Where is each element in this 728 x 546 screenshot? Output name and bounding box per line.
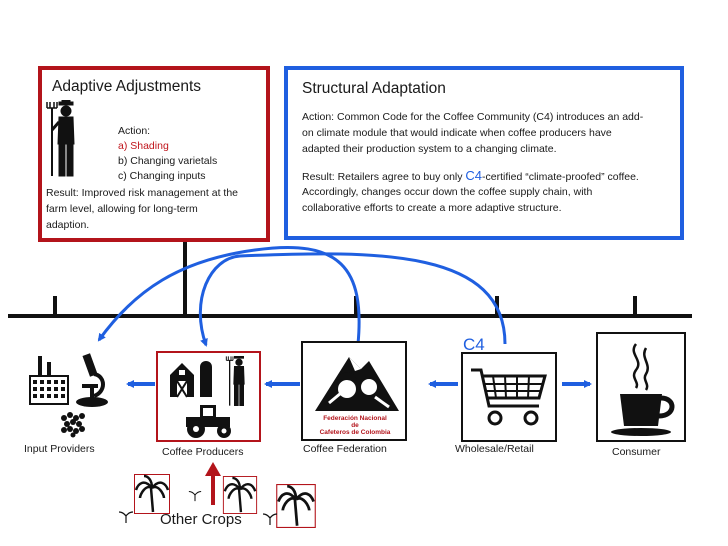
palm-tree-icon — [222, 476, 258, 514]
palm-tree-icon — [134, 474, 170, 514]
input-providers-node — [18, 352, 118, 442]
coffee-producers-node — [156, 351, 261, 442]
silo-icon — [200, 361, 212, 397]
coffee-federation-label: Coffee Federation — [303, 443, 387, 455]
microscope-icon — [76, 353, 108, 407]
federation-logo-line-3: Cafeteros de Colombia — [319, 429, 391, 436]
other-crops-label: Other Crops — [160, 511, 242, 528]
farmer-icon-small — [225, 356, 245, 406]
federation-logo — [315, 357, 399, 411]
c4-label: C4 — [463, 335, 485, 354]
seedling-icon — [188, 490, 202, 502]
adaptive-result-1: Result: Improved risk management at the — [46, 187, 239, 199]
federation-logo-line-1: Federación Nacional — [323, 415, 387, 422]
coffee-producers-label: Coffee Producers — [162, 446, 244, 458]
input-providers-label: Input Providers — [24, 443, 95, 455]
adaptive-action-heading: Action: — [118, 125, 151, 137]
structural-result-1-start: Result: Retailers agree to buy only — [302, 171, 466, 183]
arrow-retail-to-producers — [198, 252, 507, 347]
federation-logo-line-2: de — [351, 422, 359, 429]
federation-logo-text: Federación Nacional de Cafeteros de Colo… — [307, 415, 403, 436]
farmer-icon — [46, 100, 75, 177]
structural-title: Structural Adaptation — [302, 80, 446, 97]
adaptive-title: Adaptive Adjustments — [52, 78, 202, 95]
adaptive-adjustments-panel: Adaptive Adjustments Action: a) Shading … — [38, 66, 270, 242]
shopping-cart-icon — [471, 368, 547, 426]
structural-result-1-end: -certified “climate-proofed” coffee. — [482, 171, 639, 183]
fertilizer-icon — [61, 412, 85, 438]
structural-result-c4: C4 — [465, 168, 483, 183]
factory-icon — [29, 356, 69, 405]
timeline — [8, 242, 692, 318]
structural-adaptation-panel: Structural Adaptation Action: Common Cod… — [284, 66, 684, 240]
structural-action-1: Action: Common Code for the Coffee Commu… — [302, 111, 644, 123]
structural-action-3: adapted their production system to a cha… — [302, 143, 557, 155]
seedling-icon — [118, 511, 134, 523]
tractor-icon — [186, 405, 231, 438]
coffee-cup-icon — [611, 343, 675, 436]
adaptive-action-a: a) Shading — [118, 140, 169, 152]
arrow-federation-to-inputs — [97, 245, 361, 345]
adaptive-result-3: adaption. — [46, 219, 90, 231]
wholesale-retail-label: Wholesale/Retail — [455, 443, 534, 455]
structural-action-2: on climate module that would indicate wh… — [302, 127, 612, 139]
structural-result-2: Accordingly, changes occur down the coff… — [302, 186, 593, 198]
structural-result-1: Result: Retailers agree to buy only C4-c… — [302, 168, 639, 186]
barn-icon — [170, 363, 194, 398]
adaptive-action-c: c) Changing inputs — [118, 170, 206, 182]
adaptive-result-2: farm level, allowing for long-term — [46, 203, 198, 215]
seedling-icon — [262, 513, 278, 525]
palm-tree-icon — [276, 484, 316, 528]
structural-result-3: collaborative efforts to create a more a… — [302, 202, 562, 214]
consumer-label: Consumer — [612, 446, 661, 458]
consumer-node — [596, 332, 686, 442]
wholesale-retail-node — [461, 352, 557, 442]
coffee-federation-node: Federación Nacional de Cafeteros de Colo… — [301, 341, 407, 441]
adaptive-action-b: b) Changing varietals — [118, 155, 218, 167]
